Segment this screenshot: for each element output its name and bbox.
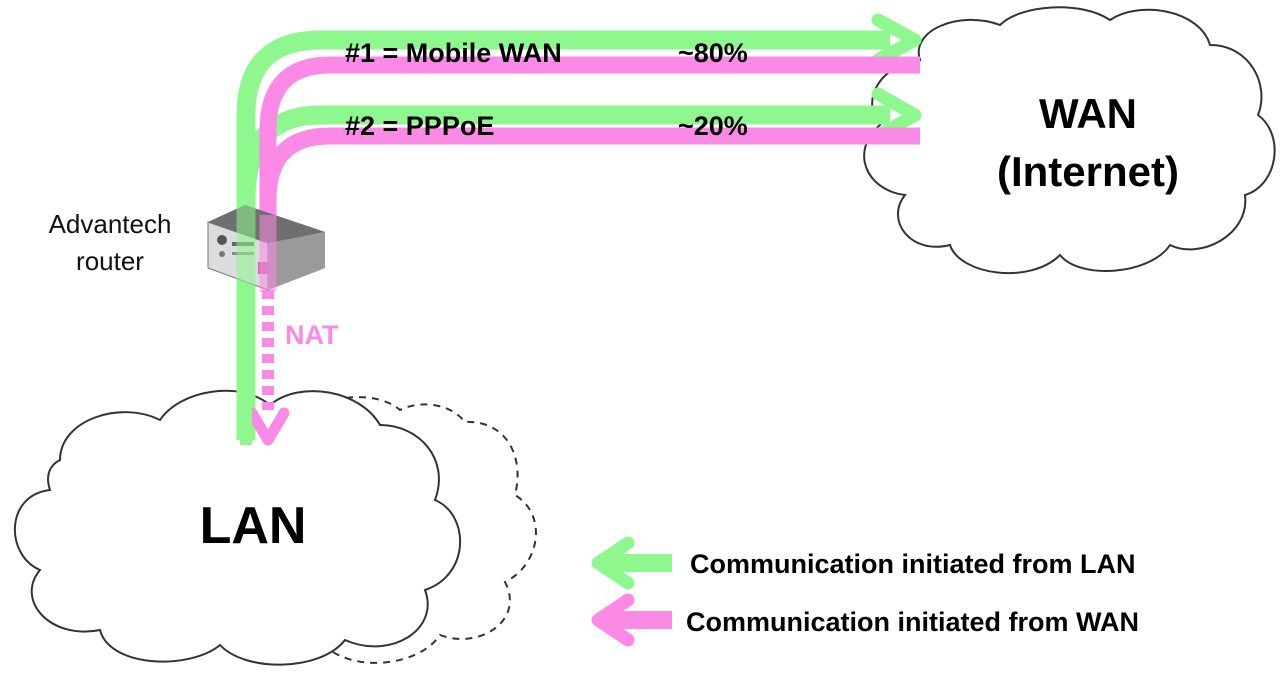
route2-label: #2 = PPPoE	[345, 111, 494, 141]
nat-arrowhead	[246, 407, 290, 446]
route2-share: ~20%	[678, 111, 748, 141]
legend-wan-arrow	[591, 593, 672, 647]
legend-lan-arrow	[591, 536, 672, 590]
route1-share: ~80%	[678, 38, 748, 68]
router-label-line1: Advantech	[49, 209, 172, 239]
wan-subtitle: (Internet)	[997, 148, 1179, 195]
wan-initiated-flows	[259, 56, 920, 222]
route1-label: #1 = Mobile WAN	[345, 38, 562, 68]
pink-route-1	[259, 56, 920, 222]
pink-route-2	[259, 127, 920, 201]
legend: Communication initiated from LAN Communi…	[591, 536, 1139, 647]
green-route-1	[236, 30, 890, 440]
legend-lan-text: Communication initiated from LAN	[690, 549, 1136, 579]
wan-title: WAN	[1039, 90, 1137, 137]
legend-wan-text: Communication initiated from WAN	[686, 607, 1139, 637]
router-label-line2: router	[76, 246, 144, 276]
wan-cloud	[863, 6, 1276, 275]
lan-title: LAN	[200, 497, 307, 555]
nat-label: NAT	[285, 320, 339, 350]
lan-initiated-flows	[236, 30, 890, 440]
